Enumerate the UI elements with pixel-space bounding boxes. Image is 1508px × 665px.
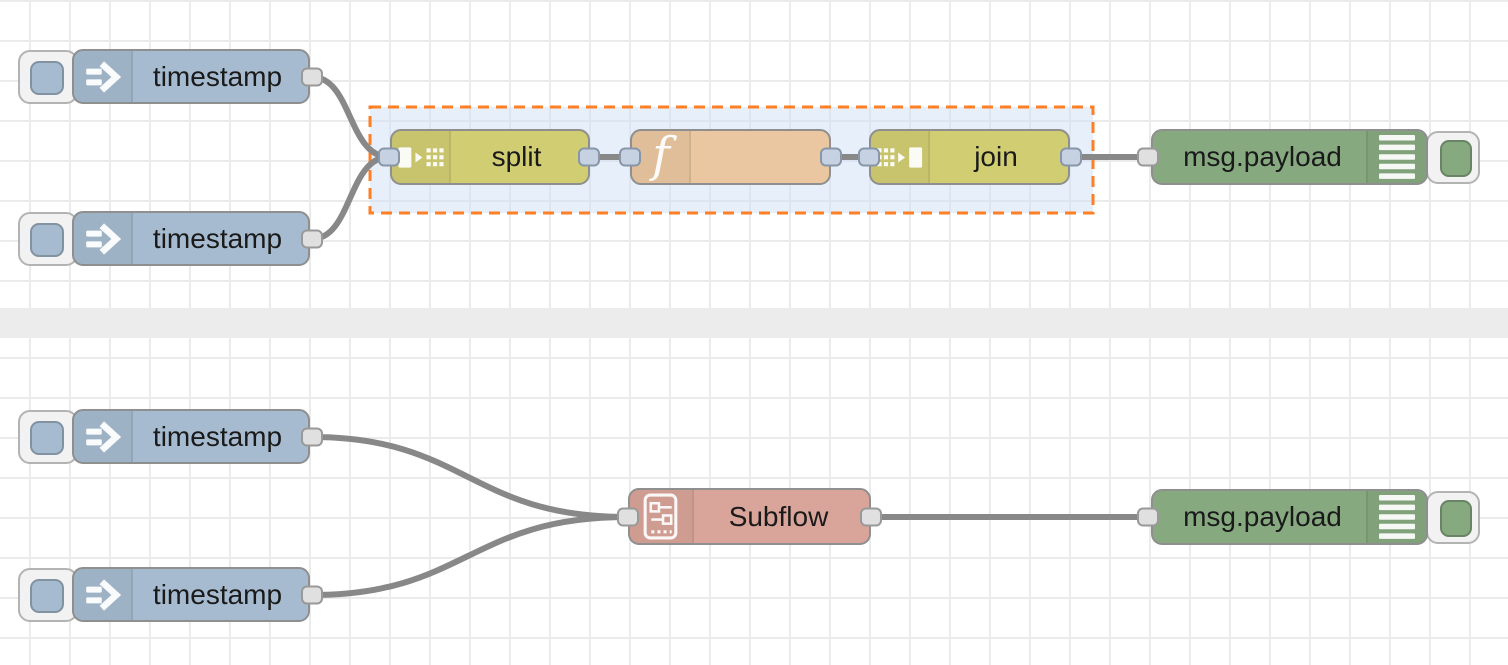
split-node[interactable]: split	[390, 129, 590, 185]
wire-inject1-split[interactable]	[309, 74, 392, 160]
output-port[interactable]	[860, 507, 882, 527]
debug-toggle-pad	[1440, 140, 1472, 177]
join-node[interactable]: join	[869, 129, 1070, 185]
svg-text:f: f	[649, 131, 677, 183]
inject-node-1[interactable]: timestamp	[72, 49, 310, 104]
function-node[interactable]: f	[630, 129, 831, 185]
node-label: timestamp	[152, 420, 283, 452]
debug-icon-region	[1366, 491, 1426, 543]
output-port[interactable]	[301, 585, 323, 605]
output-port[interactable]	[578, 147, 600, 167]
debug-toggle-button[interactable]	[1426, 491, 1480, 544]
inject-node-2[interactable]: timestamp	[72, 211, 310, 266]
node-label: Subflow	[728, 500, 829, 532]
inject-node-4[interactable]: timestamp	[72, 567, 310, 622]
flow-divider-band	[0, 308, 1508, 338]
wire-inject3-subflow[interactable]	[309, 434, 630, 520]
subflow-node[interactable]: Subflow	[628, 488, 871, 545]
inject-button[interactable]	[18, 568, 78, 622]
inject-node-3[interactable]: timestamp	[72, 409, 310, 464]
split-icon-region	[392, 131, 451, 183]
inject-button[interactable]	[18, 410, 78, 464]
output-port[interactable]	[301, 427, 323, 447]
node-label: timestamp	[152, 222, 283, 254]
function-f-icon: f	[649, 131, 677, 183]
wire-inject4-subflow[interactable]	[309, 514, 630, 598]
inject-button-pad	[30, 421, 64, 455]
debug-node-2[interactable]: msg.payload	[1151, 489, 1428, 545]
function-icon-region: f	[632, 131, 691, 183]
debug-toggle-pad	[1440, 500, 1472, 537]
node-label: timestamp	[152, 60, 283, 92]
debug-list-icon	[1379, 135, 1415, 179]
inject-button[interactable]	[18, 212, 78, 266]
output-port[interactable]	[301, 229, 323, 249]
input-port[interactable]	[619, 147, 641, 167]
inject-icon-region	[74, 213, 133, 264]
output-port[interactable]	[301, 67, 323, 87]
node-label: join	[974, 141, 1018, 172]
inject-icon-region	[74, 51, 133, 102]
wire-inject2-split[interactable]	[309, 154, 392, 242]
input-port[interactable]	[1137, 507, 1159, 527]
inject-button-pad	[30, 223, 64, 257]
inject-icon-region	[74, 569, 133, 620]
debug-node-1[interactable]: msg.payload	[1151, 129, 1428, 185]
debug-list-icon	[1379, 495, 1415, 539]
subflow-icon-region	[630, 490, 694, 543]
input-port[interactable]	[858, 147, 880, 167]
split-icon	[397, 146, 444, 168]
node-label: split	[491, 141, 542, 172]
inject-button-pad	[30, 579, 64, 613]
output-port[interactable]	[820, 147, 842, 167]
inject-arrow-icon	[85, 222, 121, 255]
inject-arrow-icon	[85, 420, 121, 453]
inject-arrow-icon	[85, 60, 121, 93]
input-port[interactable]	[378, 147, 400, 167]
node-label: timestamp	[152, 578, 283, 610]
inject-arrow-icon	[85, 578, 121, 611]
join-icon	[876, 146, 922, 168]
inject-button[interactable]	[18, 50, 78, 104]
inject-icon-region	[74, 411, 133, 462]
node-label: msg.payload	[1183, 141, 1342, 172]
output-port[interactable]	[1060, 147, 1082, 167]
debug-toggle-button[interactable]	[1426, 131, 1480, 184]
input-port[interactable]	[1137, 147, 1159, 167]
inject-button-pad	[30, 61, 64, 95]
debug-icon-region	[1366, 131, 1426, 183]
subflow-icon	[643, 493, 677, 540]
input-port[interactable]	[617, 507, 639, 527]
node-label: msg.payload	[1183, 501, 1342, 532]
